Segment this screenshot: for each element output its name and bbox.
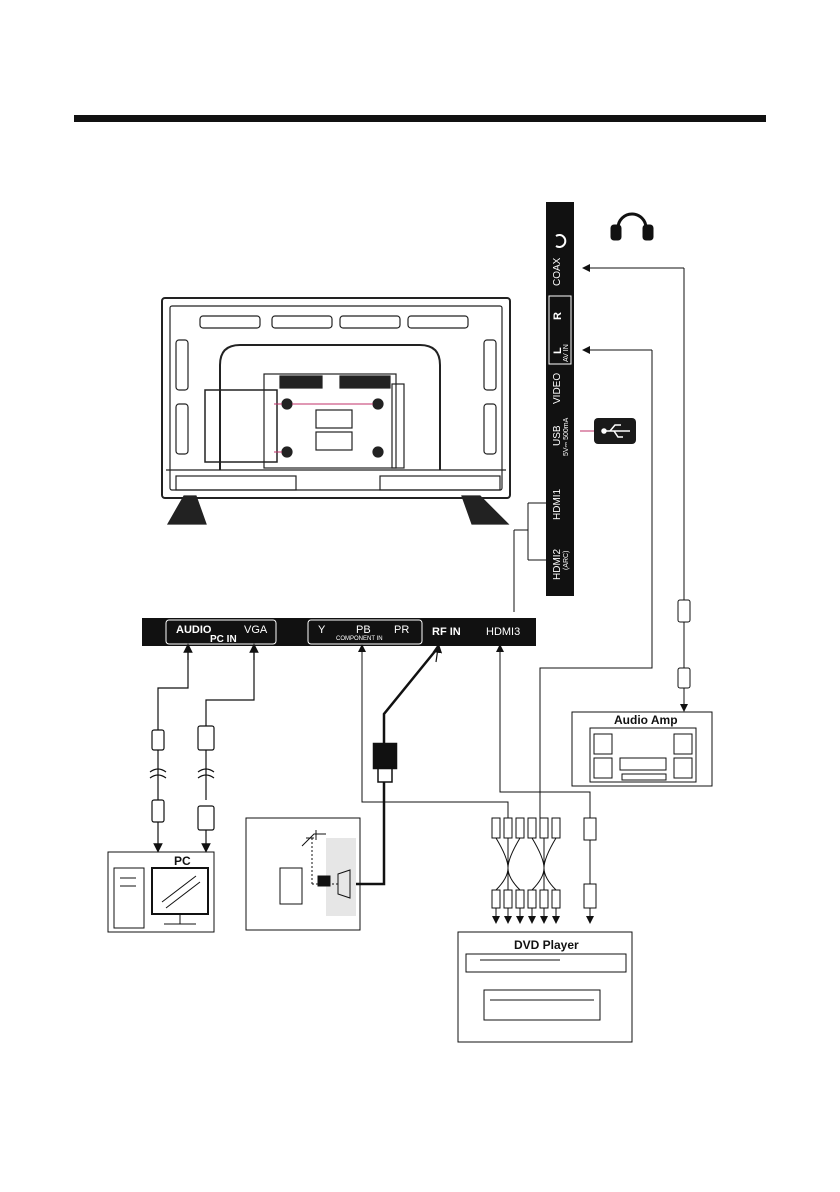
y-label: Y xyxy=(318,624,325,636)
antenna-box xyxy=(246,818,360,930)
usb-power-label: 5V⎓ 500mA xyxy=(563,418,571,456)
vga-label: VGA xyxy=(244,624,267,636)
av-cables xyxy=(362,268,690,818)
hdmi-plug xyxy=(584,818,596,920)
coax-label: COAX xyxy=(552,258,563,286)
arc-label: (ARC) xyxy=(563,551,570,570)
pb-label: PB xyxy=(356,624,371,636)
r-label: R xyxy=(552,312,564,320)
pc-box xyxy=(108,852,214,932)
audio-label: AUDIO xyxy=(176,624,211,636)
pr-label: PR xyxy=(394,624,409,636)
av-in-label: AV IN xyxy=(563,344,570,362)
headphone-icon xyxy=(612,214,652,239)
av-rca-plugs xyxy=(528,818,560,920)
rf-cable xyxy=(350,648,438,884)
usb-icon xyxy=(580,418,636,444)
component-in-label: COMPONENT IN xyxy=(336,636,383,642)
dvd-player-title: DVD Player xyxy=(514,938,579,952)
hdmi2-label: HDMI2 xyxy=(552,549,563,580)
rf-in-label: RF IN xyxy=(432,626,461,638)
pc-cables xyxy=(150,648,254,848)
video-label: VIDEO xyxy=(552,373,563,404)
tv-back-view xyxy=(162,298,510,524)
hdmi1-label: HDMI1 xyxy=(552,489,563,520)
hdmi3-label: HDMI3 xyxy=(486,626,520,638)
pc-title: PC xyxy=(174,854,191,868)
component-rca-plugs xyxy=(492,818,524,920)
pc-in-label: PC IN xyxy=(210,634,237,645)
usb-label: USB xyxy=(552,425,563,446)
audio-amp-title: Audio Amp xyxy=(614,713,678,727)
